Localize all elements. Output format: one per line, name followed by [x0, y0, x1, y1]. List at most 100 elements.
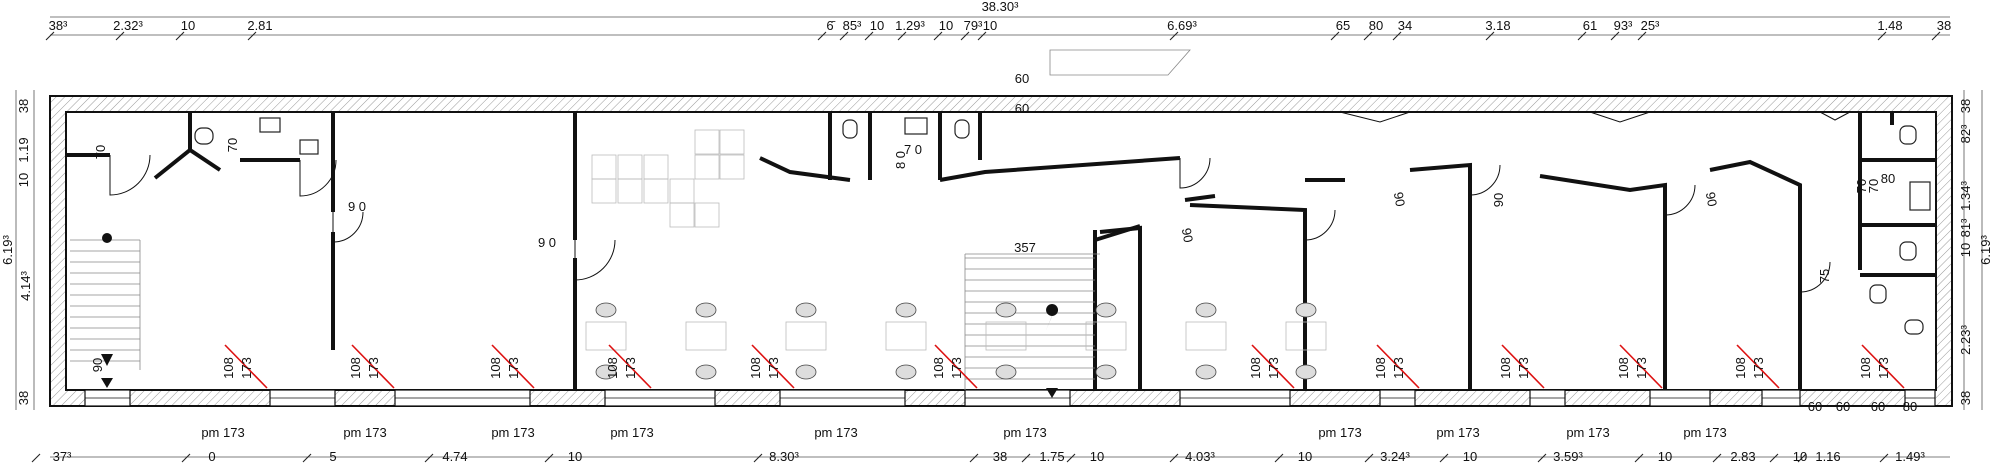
window-label-4: pm 173 — [610, 425, 653, 440]
left-dim-1: 38 — [16, 99, 31, 113]
door-width-2: 70 — [225, 138, 240, 152]
bottom-dim-8: 1.75 — [1039, 449, 1064, 464]
top-dim-13: 65 — [1336, 18, 1350, 33]
window-label-3: pm 173 — [491, 425, 534, 440]
outer-walls — [49, 95, 1953, 407]
top-dim-11: 10 — [983, 18, 997, 33]
left-door-label: 90 — [90, 358, 105, 372]
toilets — [194, 117, 1931, 335]
door-width-11: 90 — [1703, 191, 1720, 208]
left-dim-4: 6.19³ — [0, 235, 15, 265]
window-label-10: pm 173 — [1683, 425, 1726, 440]
top-dim-6: 85³ — [843, 18, 862, 33]
opening-label-a-5: 108 — [748, 357, 763, 379]
door-width-8: 90 — [1179, 227, 1196, 244]
door-width-15: 70 — [1866, 179, 1881, 193]
window-label-9: pm 173 — [1566, 425, 1609, 440]
opening-label-b-5: 173 — [766, 357, 781, 379]
bottom-dim-14: 3.59³ — [1553, 449, 1583, 464]
top-dim-18: 93³ — [1614, 18, 1633, 33]
opening-label-a-2: 108 — [348, 357, 363, 379]
right-dim-5: 81³ — [1958, 218, 1973, 237]
bottom-dim-13: 10 — [1463, 449, 1477, 464]
right-dim-4: 10 — [1958, 243, 1973, 257]
door-width-1: 70 — [93, 145, 108, 159]
door-width-5: 7 0 — [904, 142, 922, 157]
right-dim-3: 1.34³ — [1958, 181, 1973, 211]
stairs: 357 — [70, 239, 1095, 380]
classroom-chairs — [585, 302, 1327, 380]
top-opening-label-2: 60 — [1015, 101, 1029, 116]
right-dim-2: 82³ — [1958, 124, 1973, 143]
top-dim-7: 10 — [870, 18, 884, 33]
bottom-dim-18: 1.16 — [1815, 449, 1840, 464]
bottom-dim-17: 10 — [1793, 449, 1807, 464]
bottom-dim-15: 10 — [1658, 449, 1672, 464]
table-grid — [591, 129, 745, 228]
north-arrow-down — [101, 378, 113, 388]
door-width-3: 9 0 — [348, 199, 366, 214]
bottom-dim-10: 4.03³ — [1185, 449, 1215, 464]
bottom-right-dim-4: 80 — [1903, 399, 1917, 414]
bottom-dim-3: 5 — [329, 449, 336, 464]
bottom-dim-9: 10 — [1090, 449, 1104, 464]
opening-label-a-11: 108 — [1733, 357, 1748, 379]
opening-label-b-12: 173 — [1876, 357, 1891, 379]
top-dim-21: 38 — [1937, 18, 1951, 33]
top-dim-1: 38³ — [49, 18, 68, 33]
top-dim-16: 3.18 — [1485, 18, 1510, 33]
opening-label-a-9: 108 — [1498, 357, 1513, 379]
opening-label-b-3: 173 — [506, 357, 521, 379]
top-dim-4: 2.81 — [247, 18, 272, 33]
bottom-dim-19: 1.49³ — [1895, 449, 1925, 464]
opening-label-a-7: 108 — [1248, 357, 1263, 379]
door-width-13: 80 — [1881, 171, 1895, 186]
left-dim-3: 10 — [16, 173, 31, 187]
bottom-dimension-string: 37³ 0 5 4.74 10 8.30³ 38 1.75 10 4.03³ 10 3.24³ 10 3.… — [31, 449, 1950, 464]
door-swings — [109, 154, 1831, 293]
window-label-6: pm 173 — [1003, 425, 1046, 440]
bottom-dim-6: 8.30³ — [769, 449, 799, 464]
opening-label-b-6: 173 — [949, 357, 964, 379]
opening-label-a-10: 108 — [1616, 357, 1631, 379]
opening-label-b-11: 173 — [1751, 357, 1766, 379]
bottom-dim-7: 38 — [993, 449, 1007, 464]
overall-width-dim: 38.30³ — [982, 0, 1020, 14]
window-label-8: pm 173 — [1436, 425, 1479, 440]
opening-label-b-2: 173 — [366, 357, 381, 379]
opening-label-b-9: 173 — [1516, 357, 1531, 379]
opening-label-b-10: 173 — [1634, 357, 1649, 379]
top-dim-17: 61 — [1583, 18, 1597, 33]
left-dim-5: 4.14³ — [18, 271, 33, 301]
bottom-dim-4: 4.74 — [442, 449, 467, 464]
opening-label-a-4: 108 — [605, 357, 620, 379]
north-arrow-up — [101, 354, 113, 366]
top-dim-19: 25³ — [1641, 18, 1660, 33]
window-label-2: pm 173 — [343, 425, 386, 440]
bottom-right-dim-1: 60 — [1808, 399, 1822, 414]
top-dim-9: 10 — [939, 18, 953, 33]
stair-label: 357 — [1014, 240, 1036, 255]
bottom-dim-16: 2.83 — [1730, 449, 1755, 464]
bottom-right-dim-2: 60 — [1836, 399, 1850, 414]
top-opening-label-1: 60 — [1015, 71, 1029, 86]
bottom-right-dim-3: 60 — [1871, 399, 1885, 414]
door-width-9: 90 — [1391, 191, 1408, 208]
bottom-dim-1: 37³ — [53, 449, 72, 464]
door-width-7: 8 0 — [893, 151, 908, 169]
top-dim-15: 34 — [1398, 18, 1412, 33]
room-labels: 60 60 70 70 9 0 9 0 7 0 8 0 90 90 90 90 … — [90, 71, 1917, 414]
bottom-dim-2: 0 — [208, 449, 215, 464]
stair-ramp — [964, 49, 1191, 390]
opening-label-a-3: 108 — [488, 357, 503, 379]
section-arrow-down — [1046, 388, 1058, 398]
column-marker — [102, 233, 112, 243]
bottom-dim-12: 3.24³ — [1380, 449, 1410, 464]
bottom-dim-5: 10 — [568, 449, 582, 464]
opening-label-b-8: 173 — [1391, 357, 1406, 379]
section-marker — [1046, 304, 1059, 330]
door-width-14: 70 — [1854, 179, 1869, 193]
top-dim-8: 1.29³ — [895, 18, 925, 33]
